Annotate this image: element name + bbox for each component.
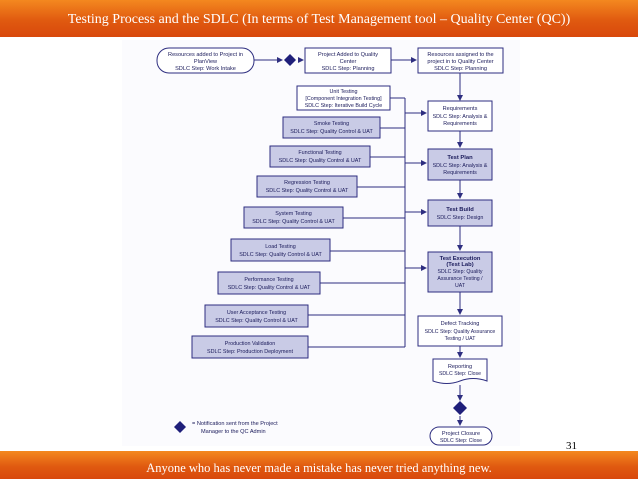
svg-text:SDLC Step: Analysis &: SDLC Step: Analysis & (433, 114, 488, 120)
test-build-box: Test Build SDLC Step: Design (427, 199, 493, 227)
svg-text:Test Build: Test Build (446, 207, 474, 213)
test-execution-box: Test Execution (Test Lab) SDLC Step: Qua… (427, 251, 493, 293)
svg-text:SDLC Step: Quality Control & U: SDLC Step: Quality Control & UAT (279, 158, 362, 164)
svg-text:PlanView: PlanView (194, 59, 218, 65)
reporting-document: Reporting SDLC Step: Close (432, 358, 488, 384)
svg-text:SDLC Step: Quality Control & U: SDLC Step: Quality Control & UAT (290, 129, 373, 135)
defect-tracking-box: Defect Tracking SDLC Step: Quality Assur… (417, 315, 503, 347)
svg-text:project in to Quality Center: project in to Quality Center (427, 59, 493, 65)
svg-text:SDLC Step: Quality Control & U: SDLC Step: Quality Control & UAT (215, 318, 298, 324)
svg-text:User Acceptance Testing: User Acceptance Testing (227, 310, 286, 316)
svg-text:Performance Testing: Performance Testing (244, 277, 293, 283)
functional-testing-box: Functional Testing SDLC Step: Quality Co… (269, 145, 371, 168)
svg-text:SDLC Step: Planning: SDLC Step: Planning (322, 66, 375, 72)
svg-text:Smoke Testing: Smoke Testing (314, 121, 349, 127)
svg-text:SDLC Step: Quality Control & U: SDLC Step: Quality Control & UAT (266, 188, 349, 194)
svg-text:SDLC Step: Iterative Build Cyc: SDLC Step: Iterative Build Cycle (305, 103, 383, 109)
svg-text:Test Execution: Test Execution (440, 256, 481, 262)
svg-text:Test Plan: Test Plan (447, 155, 473, 161)
svg-text:Load Testing: Load Testing (265, 244, 295, 250)
svg-text:SDLC Step: Quality Control & U: SDLC Step: Quality Control & UAT (239, 252, 322, 258)
load-testing-box: Load Testing SDLC Step: Quality Control … (230, 238, 331, 262)
production-validation-box: Production Validation SDLC Step: Product… (191, 335, 309, 359)
notification-diamond (453, 401, 467, 415)
requirements-box: Requirements SDLC Step: Analysis & Requi… (427, 100, 493, 132)
svg-text:SDLC Step: Design: SDLC Step: Design (437, 215, 484, 221)
svg-text:SDLC Step: Analysis &: SDLC Step: Analysis & (433, 163, 488, 169)
svg-text:SDLC Step: Quality Control & U: SDLC Step: Quality Control & UAT (252, 219, 335, 225)
svg-text:UAT: UAT (455, 283, 466, 289)
svg-text:Defect Tracking: Defect Tracking (441, 321, 480, 327)
svg-text:Regression Testing: Regression Testing (284, 180, 330, 186)
svg-text:Production Validation: Production Validation (225, 341, 276, 347)
smoke-testing-box: Smoke Testing SDLC Step: Quality Control… (282, 116, 381, 139)
project-closure-node: Project Closure SDLC Step: Close (429, 426, 493, 446)
svg-text:Reporting: Reporting (448, 364, 472, 370)
footer-quote: Anyone who has never made a mistake has … (146, 461, 492, 475)
performance-testing-box: Performance Testing SDLC Step: Quality C… (217, 271, 321, 295)
svg-text:System Testing: System Testing (275, 211, 311, 217)
svg-text:Center: Center (340, 59, 357, 65)
test-plan-box: Test Plan SDLC Step: Analysis & Requirem… (427, 148, 493, 181)
svg-text:SDLC Step: Quality Assurance: SDLC Step: Quality Assurance (425, 329, 496, 335)
regression-testing-box: Regression Testing SDLC Step: Quality Co… (256, 175, 358, 198)
svg-text:Manager to the QC Admin: Manager to the QC Admin (201, 429, 266, 435)
svg-text:Requirements: Requirements (443, 121, 477, 127)
footer-bar (0, 451, 638, 479)
svg-text:SDLC Step: Work Intake: SDLC Step: Work Intake (175, 66, 236, 72)
slide-title: Testing Process and the SDLC (In terms o… (67, 12, 571, 27)
svg-text:Requirements: Requirements (443, 106, 478, 112)
legend-diamond-icon (174, 421, 186, 433)
svg-text:SDLC Step: Quality: SDLC Step: Quality (438, 269, 483, 275)
svg-text:SDLC Step: Close: SDLC Step: Close (439, 371, 481, 377)
svg-text:Project Added to Quality: Project Added to Quality (318, 52, 378, 58)
page-number: 31 (566, 440, 577, 452)
unit-testing-box: Unit Testing [Component Integration Test… (296, 85, 391, 111)
notification-diamond (284, 54, 296, 66)
connector-lines (254, 57, 463, 426)
svg-text:Resources added to Project in: Resources added to Project in (168, 52, 243, 58)
resources-assigned-box: Resources assigned to the project in to … (417, 47, 504, 74)
svg-text:= Notification sent from the P: = Notification sent from the Project (192, 421, 278, 427)
svg-text:Testing / UAT: Testing / UAT (445, 336, 477, 342)
svg-text:Unit Testing: Unit Testing (329, 89, 357, 95)
header-bar (0, 0, 638, 37)
svg-text:SDLC Step: Planning: SDLC Step: Planning (434, 66, 487, 72)
svg-text:Project Closure: Project Closure (442, 431, 480, 437)
svg-text:(Test Lab): (Test Lab) (446, 262, 473, 268)
svg-text:SDLC Step: Close: SDLC Step: Close (440, 438, 482, 444)
svg-text:[Component Integration Testing: [Component Integration Testing] (305, 96, 382, 102)
legend: = Notification sent from the Project Man… (174, 421, 278, 435)
start-node: Resources added to Project in PlanView S… (156, 47, 255, 74)
svg-text:SDLC Step: Production Deployme: SDLC Step: Production Deployment (207, 349, 293, 355)
svg-text:SDLC Step: Quality Control & U: SDLC Step: Quality Control & UAT (228, 285, 311, 291)
svg-text:Resources assigned to the: Resources assigned to the (427, 52, 493, 58)
system-testing-box: System Testing SDLC Step: Quality Contro… (243, 206, 344, 229)
svg-text:Assurance Testing /: Assurance Testing / (437, 276, 483, 282)
svg-text:Requirements: Requirements (443, 170, 477, 176)
svg-text:Functional Testing: Functional Testing (298, 150, 341, 156)
project-added-box: Project Added to Quality Center SDLC Ste… (304, 47, 392, 74)
uat-box: User Acceptance Testing SDLC Step: Quali… (204, 304, 309, 328)
